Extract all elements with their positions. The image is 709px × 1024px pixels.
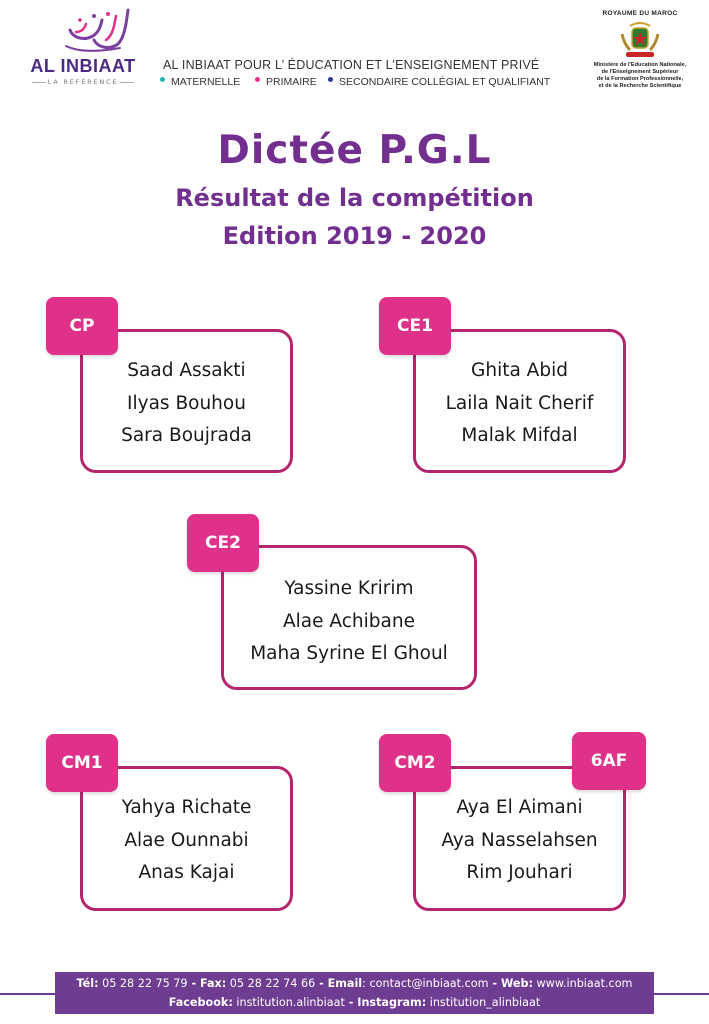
- winner-name: Aya El Aimani: [456, 797, 583, 818]
- facebook-label: Facebook:: [168, 996, 233, 1009]
- level-badge-cp: CP: [46, 297, 118, 355]
- winner-name: Laila Nait Cherif: [445, 392, 594, 414]
- winner-list: Yahya Richate Alae Ounnabi Anas Kajai: [83, 792, 290, 890]
- web-label: Web:: [500, 977, 533, 990]
- winner-name: Ghita Abid: [471, 360, 568, 381]
- level-badge-6af: 6AF: [572, 732, 646, 790]
- level-badge-ce2: CE2: [187, 514, 259, 572]
- winner-name: Yassine Kririm: [284, 578, 414, 599]
- tel-label: Tél:: [76, 977, 99, 990]
- winner-list: Saad Assakti Ilyas Bouhou Sara Boujrada: [83, 355, 290, 453]
- email-label: Email: [327, 977, 363, 990]
- winner-list: Aya El Aimani Aya Nasselahsen Rim Jouhar…: [416, 792, 623, 890]
- pink-dot-icon: [255, 77, 260, 82]
- footer-line-1: Tél: 05 28 22 75 79 - Fax: 05 28 22 74 6…: [76, 977, 633, 990]
- winner-name: Sara Boujrada: [121, 425, 252, 446]
- page-title: Dictée P.G.L: [217, 128, 492, 173]
- level-badge-ce1: CE1: [379, 297, 451, 355]
- moroccan-coat-of-arms-icon: [620, 22, 660, 57]
- ministry-block: ROYAUME DU MAROC Ministère de l'Educatio…: [585, 10, 695, 90]
- level-item-secondaire: SECONDAIRE COLLÉGIAL ET QUALIFIANT: [328, 76, 550, 88]
- winner-name: Alae Achibane: [283, 610, 415, 632]
- winner-name: Anas Kajai: [138, 862, 235, 883]
- instagram-link[interactable]: institution_alinbiaat: [429, 996, 541, 1009]
- winner-name: Maha Syrine El Ghoul: [250, 643, 448, 664]
- school-levels: MATERNELLE PRIMAIRE SECONDAIRE COLLÉGIAL…: [160, 76, 570, 90]
- result-card-ce1: Ghita Abid Laila Nait Cherif Malak Mifda…: [413, 329, 626, 473]
- ministry-name: Ministère de l'Education Nationale, de l…: [593, 62, 687, 89]
- winner-name: Aya Nasselahsen: [441, 829, 598, 851]
- winner-name: Alae Ounnabi: [124, 829, 249, 851]
- teal-dot-icon: [160, 77, 165, 82]
- winner-name: Malak Mifdal: [461, 425, 578, 446]
- result-card-cm2-6af: Aya El Aimani Aya Nasselahsen Rim Jouhar…: [413, 766, 626, 911]
- logo-name: AL INBIAAT: [30, 56, 136, 76]
- navy-dot-icon: [328, 77, 333, 82]
- result-card-cm1: Yahya Richate Alae Ounnabi Anas Kajai: [80, 766, 293, 911]
- page-subtitle: Résultat de la compétition: [175, 184, 534, 212]
- edition-label: Edition 2019 - 2020: [222, 222, 487, 250]
- tel-value: 05 28 22 75 79: [102, 977, 188, 990]
- footer-line-2: Facebook: institution.alinbiaat - Instag…: [168, 996, 541, 1009]
- level-badge-cm2: CM2: [379, 734, 451, 792]
- level-item-maternelle: MATERNELLE: [160, 76, 240, 88]
- instagram-label: Instagram:: [357, 996, 427, 1009]
- kingdom-label: ROYAUME DU MAROC: [602, 10, 678, 17]
- result-card-ce2: Yassine Kririm Alae Achibane Maha Syrine…: [221, 545, 477, 690]
- facebook-link[interactable]: institution.alinbiaat: [236, 996, 345, 1009]
- winner-name: Saad Assakti: [127, 360, 246, 381]
- winner-list: Yassine Kririm Alae Achibane Maha Syrine…: [224, 573, 474, 671]
- result-card-cp: Saad Assakti Ilyas Bouhou Sara Boujrada: [80, 329, 293, 473]
- fax-label: Fax:: [199, 977, 227, 990]
- email-link[interactable]: contact@inbiaat.com: [369, 977, 489, 990]
- level-badge-cm1: CM1: [46, 734, 118, 792]
- level-item-primaire: PRIMAIRE: [255, 76, 317, 88]
- winner-name: Yahya Richate: [121, 797, 252, 818]
- winner-name: Rim Jouhari: [466, 862, 573, 883]
- web-link[interactable]: www.inbiaat.com: [536, 977, 633, 990]
- school-name: AL INBIAAT POUR L’ ÉDUCATION ET L’ENSEIG…: [163, 58, 540, 72]
- contact-footer: Tél: 05 28 22 75 79 - Fax: 05 28 22 74 6…: [55, 972, 654, 1014]
- winner-list: Ghita Abid Laila Nait Cherif Malak Mifda…: [416, 355, 623, 453]
- arabic-calligraphy-logo-icon: [65, 8, 130, 52]
- winner-name: Ilyas Bouhou: [127, 392, 246, 414]
- logo-tagline: LA RÉFÉRENCE: [32, 78, 134, 86]
- school-logo: AL INBIAAT LA RÉFÉRENCE: [18, 6, 148, 88]
- fax-value: 05 28 22 74 66: [229, 977, 316, 990]
